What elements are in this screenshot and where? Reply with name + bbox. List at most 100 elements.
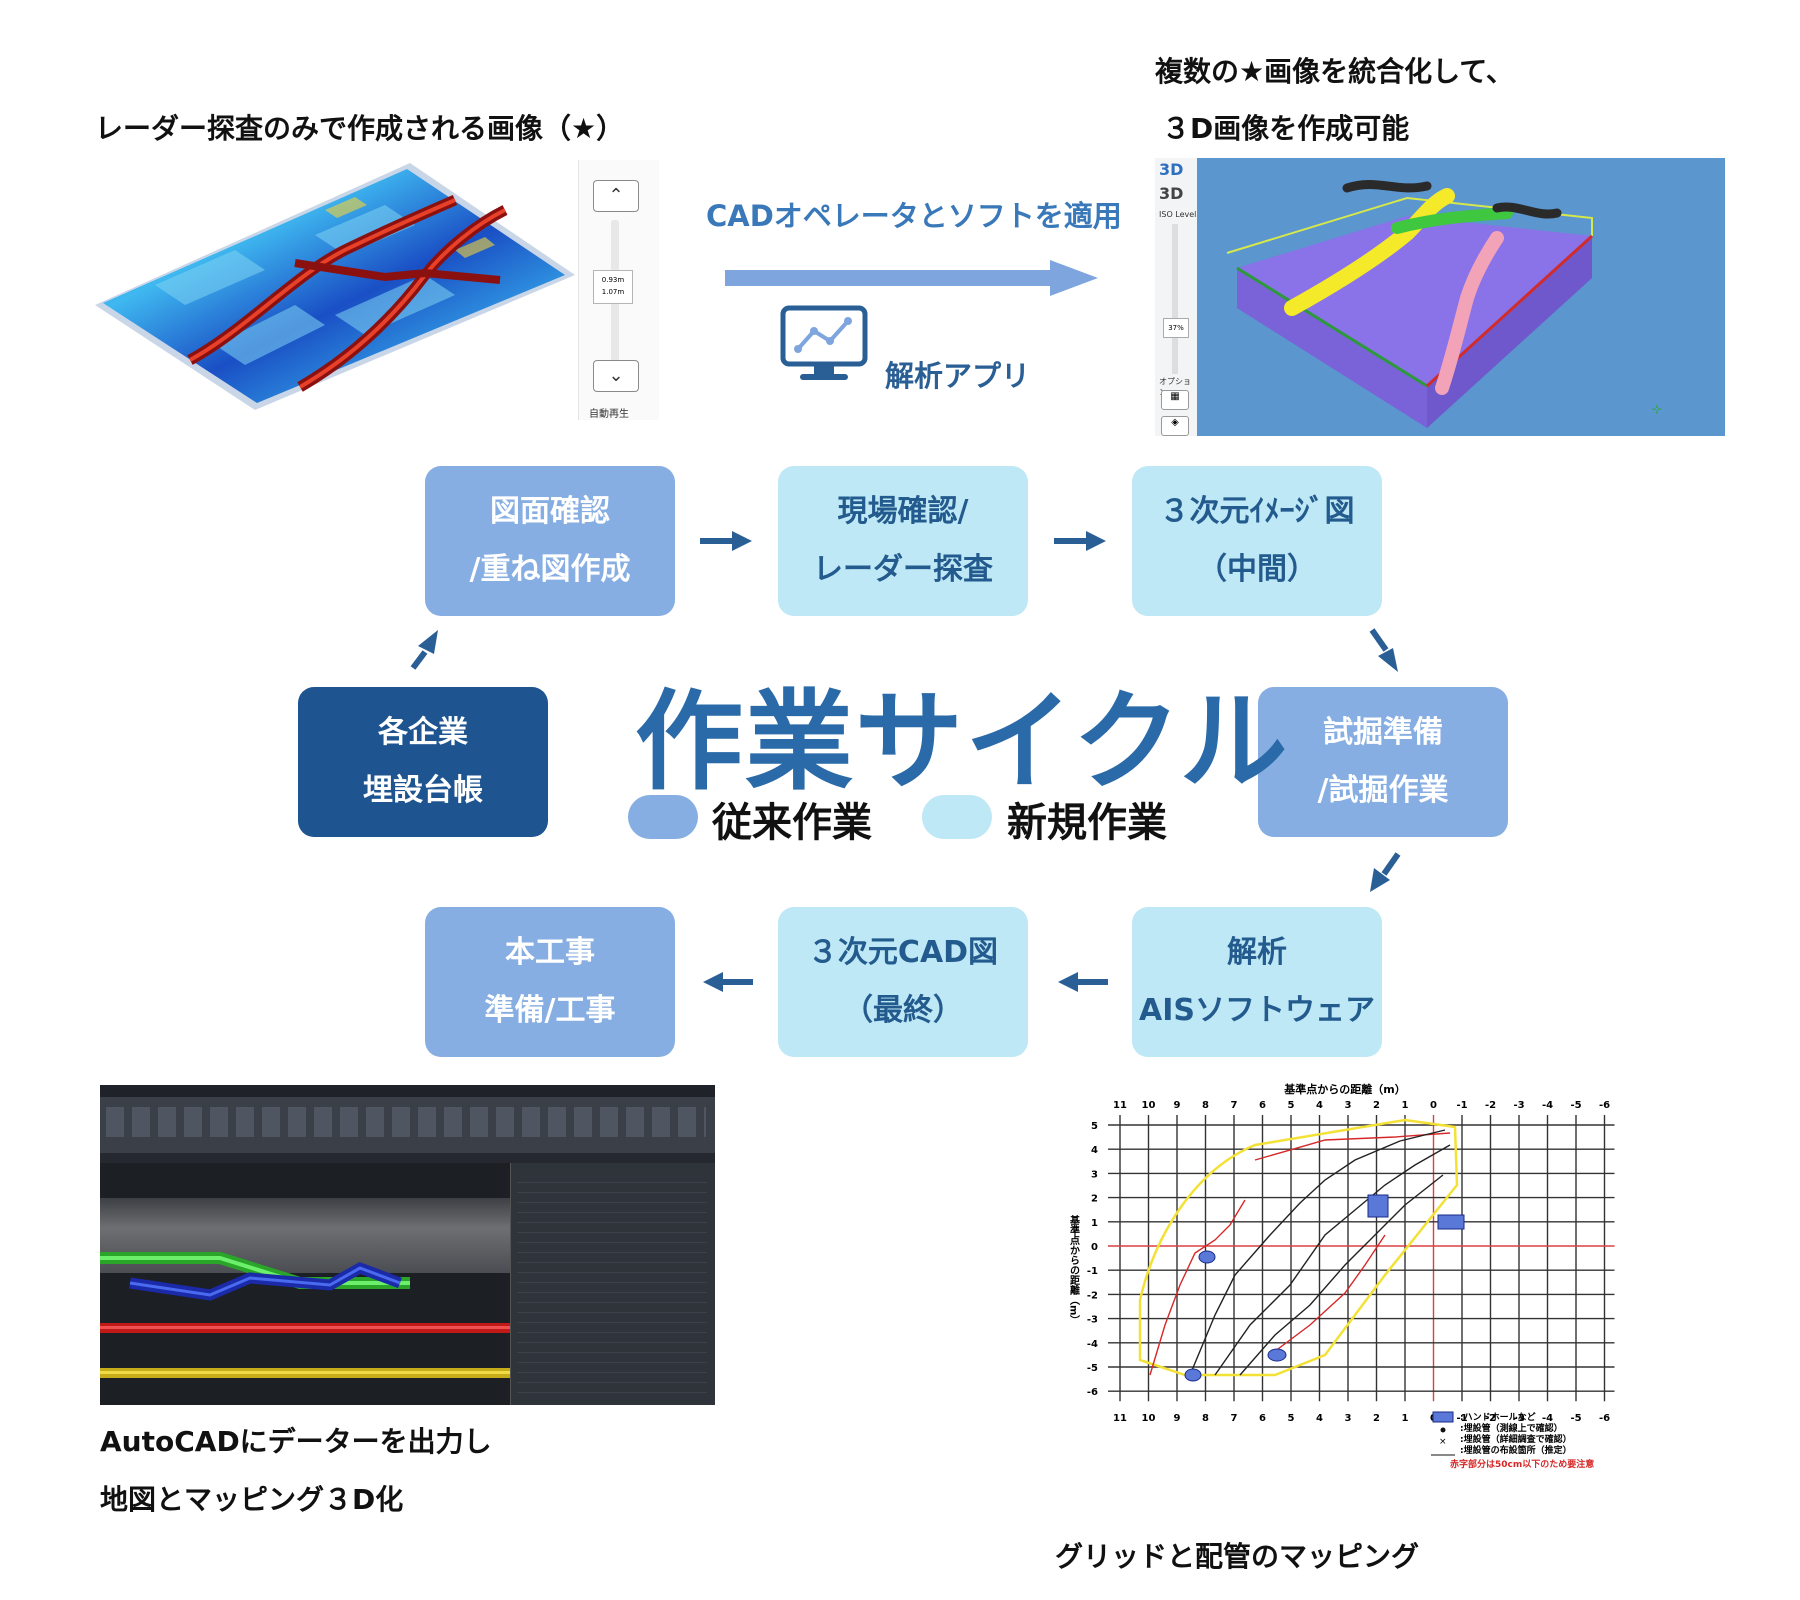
x-tick-bottom: 1: [1402, 1413, 1409, 1424]
y-tick: 2: [1091, 1194, 1098, 1205]
acad-properties-panel: [510, 1163, 715, 1405]
legend-handhole-swatch: [1432, 1411, 1454, 1423]
x-tick-bottom: 2: [1373, 1413, 1380, 1424]
step-line1: 現場確認/: [837, 494, 969, 529]
legend-dot-swatch: [1440, 1427, 1446, 1433]
integration-caption-line2: ３D画像を作成可能: [1162, 112, 1410, 145]
step-line2: /試掘作業: [1317, 773, 1449, 808]
autocad-caption-line1: AutoCADにデーターを出力し: [100, 1425, 492, 1458]
x-tick-top: -4: [1542, 1100, 1553, 1111]
handhole-marker: [1198, 1250, 1216, 1264]
svg-text:⊹: ⊹: [1652, 402, 1662, 416]
survey-boundary: [1138, 1118, 1459, 1377]
layers-icon[interactable]: ◈: [1161, 416, 1189, 436]
x-tick-top: 8: [1202, 1100, 1209, 1111]
pipe-red-1: [1149, 1199, 1246, 1376]
x-tick-bottom: 3: [1345, 1413, 1352, 1424]
y-tick: -1: [1087, 1266, 1098, 1277]
x-tick-top: 10: [1142, 1100, 1156, 1111]
y-tick: 5: [1091, 1121, 1098, 1132]
step-trial-excavation: 試掘準備 /試掘作業: [1258, 687, 1508, 837]
chart-title: 基準点からの距離（m）: [1283, 1082, 1405, 1096]
legend-label-new: 新規作業: [1007, 800, 1167, 846]
grid-icon[interactable]: ▦: [1161, 390, 1189, 410]
step-line2: 準備/工事: [484, 993, 616, 1028]
x-tick-top: -3: [1513, 1100, 1524, 1111]
acad-tabs: [100, 1153, 715, 1163]
x-tick-bottom: 11: [1113, 1413, 1127, 1424]
3d-viewer-image: 3D 3D ISO Level 37% オプション ▦ ◈ ⊹: [1155, 158, 1725, 436]
radar-caption: レーダー探査のみで作成される画像（★）: [95, 112, 625, 145]
y-tick: -6: [1087, 1387, 1098, 1398]
chevron-down-icon[interactable]: ⌄: [593, 360, 639, 392]
step-line2: レーダー探査: [813, 552, 993, 587]
grid-pipe-map: 基準点からの距離（m）1111101099887766554433221100-…: [1068, 1082, 1615, 1470]
x-tick-top: 11: [1113, 1100, 1127, 1111]
acad-ribbon: [100, 1097, 715, 1153]
step-main-construction: 本工事 準備/工事: [425, 907, 675, 1057]
handhole-marker: [1437, 1214, 1465, 1230]
y-tick: 3: [1091, 1169, 1098, 1180]
step-drawing-check: 図面確認 /重ね図作成: [425, 466, 675, 616]
acad-titlebar: [100, 1085, 715, 1097]
step-line2: （最終）: [843, 993, 963, 1028]
x-tick-top: 3: [1345, 1100, 1352, 1111]
viewer-title-b: 3D: [1159, 184, 1184, 203]
y-tick: 0: [1091, 1242, 1098, 1253]
legend-item-1: :埋設管（測線上で確認）: [1460, 1422, 1563, 1434]
step-line1: 解析: [1227, 935, 1287, 970]
x-tick-top: -5: [1570, 1100, 1581, 1111]
depth-value-bottom: 1.07m: [601, 288, 625, 296]
iso-slider-track[interactable]: [1172, 224, 1178, 374]
pipe-red-2: [1254, 1132, 1451, 1161]
y-tick: -2: [1087, 1290, 1098, 1301]
autoplay-label[interactable]: 自動再生: [589, 409, 629, 420]
x-tick-top: -6: [1599, 1100, 1610, 1111]
legend-item-0: :ハンドホールなど: [1460, 1411, 1536, 1423]
step-line1: 試掘準備: [1323, 715, 1443, 750]
x-tick-bottom: -4: [1542, 1413, 1553, 1424]
depth-value-top: 0.93m: [601, 276, 625, 284]
analysis-app-label: 解析アプリ: [885, 359, 1031, 393]
acad-modelspace[interactable]: [100, 1163, 510, 1405]
viewer-side-panel: 3D 3D ISO Level 37% オプション ▦ ◈: [1155, 158, 1197, 436]
handhole-marker: [1367, 1194, 1389, 1218]
x-tick-bottom: 10: [1142, 1413, 1156, 1424]
integration-caption-line1: 複数の★画像を統合化して、: [1155, 55, 1514, 88]
grid-caption: グリッドと配管のマッピング: [1055, 1540, 1420, 1573]
x-tick-top: -1: [1456, 1100, 1467, 1111]
chevron-up-icon[interactable]: ⌃: [593, 180, 639, 212]
analytics-monitor-icon: [780, 305, 868, 380]
iso-level-label: ISO Level: [1159, 210, 1197, 219]
right-arrow-icon: [725, 260, 1098, 296]
radar-heatmap-image: [95, 163, 575, 410]
x-tick-top: 1: [1402, 1100, 1409, 1111]
legend-cross-swatch: ×: [1439, 1437, 1447, 1447]
x-tick-top: -2: [1485, 1100, 1496, 1111]
step-line1: ３次元CAD図: [807, 935, 999, 970]
y-tick: -4: [1087, 1339, 1098, 1350]
x-tick-top: 6: [1259, 1100, 1266, 1111]
depth-value-box: 0.93m 1.07m: [593, 270, 633, 304]
iso-value: 37%: [1163, 318, 1189, 338]
x-tick-bottom: 4: [1316, 1413, 1323, 1424]
x-tick-top: 5: [1288, 1100, 1295, 1111]
autocad-caption-line2: 地図とマッピング３D化: [100, 1483, 404, 1516]
x-tick-bottom: 5: [1288, 1413, 1295, 1424]
pipe-black-3: [1239, 1174, 1444, 1376]
x-tick-bottom: -1: [1456, 1413, 1467, 1424]
x-tick-bottom: 9: [1174, 1413, 1181, 1424]
x-tick-bottom: -2: [1485, 1413, 1496, 1424]
y-tick: 1: [1091, 1218, 1098, 1229]
cycle-title: 作業サイクル: [635, 680, 1290, 805]
depth-slider-panel: ⌃ 0.93m 1.07m ⌄ 自動再生: [578, 160, 659, 420]
y-tick: -3: [1087, 1315, 1098, 1326]
3d-volume-render: ⊹: [1226, 179, 1662, 428]
step-analysis-ais: 解析 AISソフトウェア: [1132, 907, 1382, 1057]
step-3d-cad-final: ３次元CAD図 （最終）: [778, 907, 1028, 1057]
legend-swatch-old: [628, 795, 698, 839]
x-tick-bottom: -6: [1599, 1413, 1610, 1424]
step-line1: 図面確認: [490, 494, 610, 529]
legend-note: 赤字部分は50cm以下のため要注意: [1450, 1458, 1594, 1470]
chart-ylabel: 基準点からの距離（m）: [1068, 1214, 1081, 1326]
